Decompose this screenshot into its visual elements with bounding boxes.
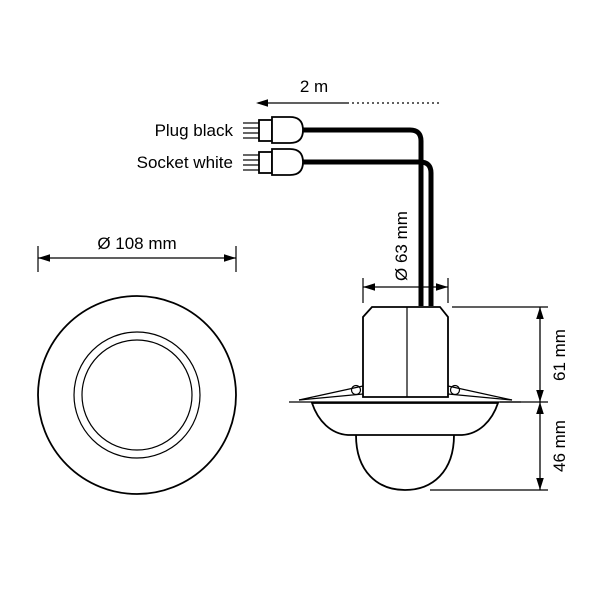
plug-wire	[302, 127, 424, 306]
arrowhead-up-icon	[536, 402, 544, 414]
trim-flange	[310, 402, 500, 436]
cable-assembly	[243, 116, 434, 306]
arrowhead-up-icon	[536, 307, 544, 319]
front-diameter-dimension: Ø 108 mm	[37, 234, 237, 272]
front-outer-ring	[37, 295, 237, 495]
spring-line	[298, 385, 364, 401]
arrowhead-right-icon	[436, 283, 448, 291]
socket-connector	[243, 148, 304, 176]
sensor-dome	[355, 434, 455, 491]
arrowhead-down-icon	[536, 390, 544, 402]
socket-pin-block	[258, 151, 273, 174]
mounting-spring-right	[447, 384, 513, 401]
front-middle-ring	[73, 331, 201, 459]
recessed-height-label: 61 mm	[550, 329, 569, 381]
arrowhead-right-icon	[224, 254, 236, 262]
visible-height-dimension: 46 mm	[430, 402, 569, 491]
plug-connector	[243, 116, 304, 144]
cable-length-dimension: 2 m	[256, 77, 440, 107]
plug-body	[271, 116, 304, 144]
plug-label: Plug black	[155, 121, 234, 140]
spring-line	[447, 393, 513, 401]
body-diameter-label: Ø 63 mm	[392, 211, 411, 281]
cable-length-label: 2 m	[300, 77, 328, 96]
spring-loop	[350, 384, 362, 396]
arrowhead-left-icon	[256, 99, 268, 107]
spring-line	[298, 393, 364, 401]
front-diameter-label: Ø 108 mm	[97, 234, 176, 253]
body-diameter-dimension: Ø 63 mm	[362, 211, 449, 303]
mounting-spring-left	[298, 384, 364, 401]
arrowhead-left-icon	[363, 283, 375, 291]
side-view	[289, 306, 521, 491]
recessed-body	[362, 306, 449, 398]
spring-loop	[449, 384, 461, 396]
spring-line	[447, 385, 513, 401]
front-view	[37, 295, 237, 495]
socket-wire	[302, 159, 434, 306]
plug-pin-block	[258, 119, 273, 142]
arrowhead-left-icon	[38, 254, 50, 262]
socket-body	[271, 148, 304, 176]
arrowhead-down-icon	[536, 478, 544, 490]
recessed-height-dimension: 61 mm	[452, 306, 569, 403]
front-inner-ring	[81, 339, 193, 451]
visible-height-label: 46 mm	[550, 420, 569, 472]
socket-label: Socket white	[137, 153, 233, 172]
